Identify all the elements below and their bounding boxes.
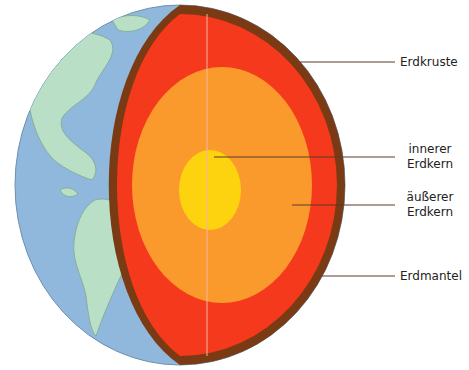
layer-label: innerer Erdkern bbox=[400, 142, 460, 172]
axis-line bbox=[207, 14, 208, 356]
ocean bbox=[15, 5, 345, 365]
crust bbox=[109, 5, 345, 365]
layer-label: Erdkruste bbox=[400, 55, 458, 70]
layer-label: Erdmantel bbox=[400, 269, 462, 284]
leader-lines bbox=[214, 62, 395, 276]
inner-core bbox=[179, 150, 241, 230]
mantle bbox=[117, 14, 337, 356]
layer-label: äußerer Erdkern bbox=[400, 190, 460, 220]
outer-core bbox=[132, 67, 312, 303]
